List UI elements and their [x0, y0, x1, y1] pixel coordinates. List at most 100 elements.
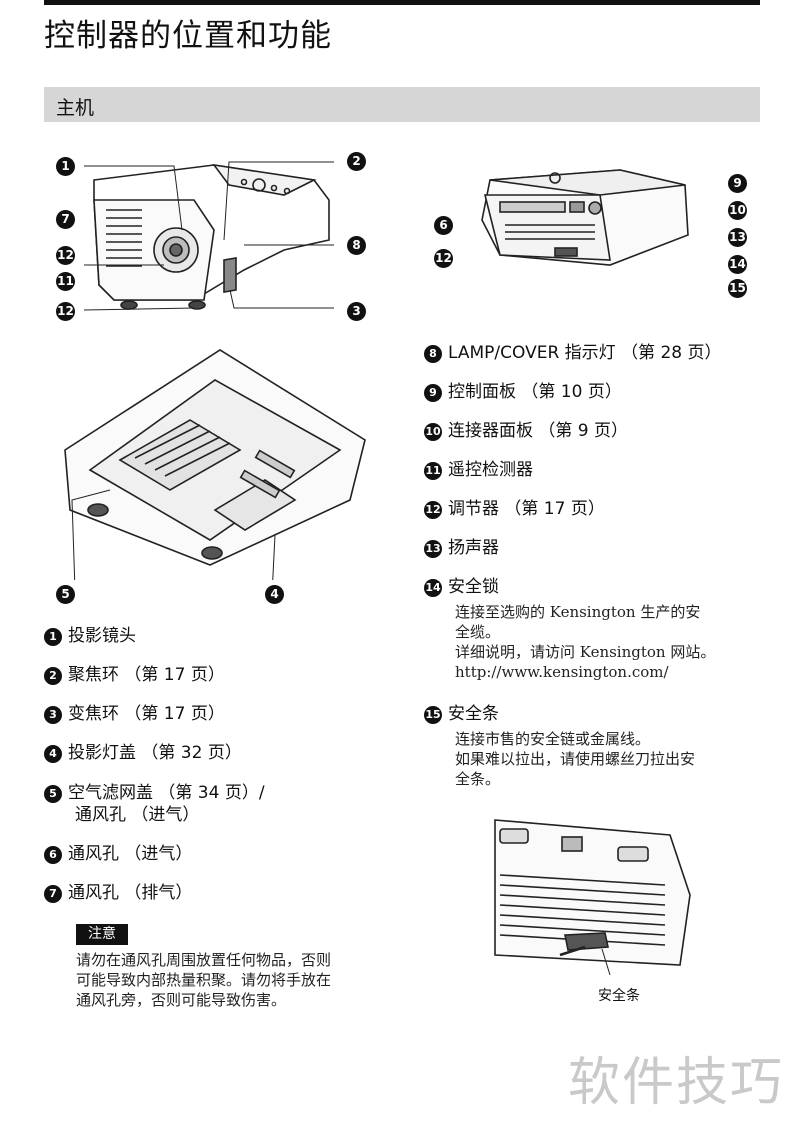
section-title: 主机	[56, 97, 95, 119]
speaker-slots	[505, 224, 595, 240]
item-label: 扬声器	[448, 538, 499, 558]
item-number: 11	[424, 462, 442, 480]
security-bar-description: 连接市售的安全链或金属线。 如果难以拉出，请使用螺丝刀拉出安 全条。	[455, 729, 695, 789]
desc-line: 全条。	[455, 770, 501, 788]
item-number: 6	[44, 846, 62, 864]
vga-port-2	[617, 846, 649, 862]
callout-15: 15	[728, 279, 747, 298]
pull-arrow	[559, 945, 586, 957]
item-number: 4	[44, 745, 62, 763]
bottom-foot-1	[87, 503, 109, 517]
item-speaker: 13 扬声器	[424, 537, 499, 559]
rear-top	[489, 169, 686, 196]
control-dial	[252, 178, 266, 192]
desc-line: 连接至选购的 Kensington 生产的安	[455, 603, 701, 621]
kensington-url: http://www.kensington.com/	[455, 663, 669, 681]
projector-bottom-illustration	[64, 349, 366, 580]
callout-14: 14	[728, 255, 747, 274]
vent-grille	[106, 209, 142, 267]
item-number: 8	[424, 345, 442, 363]
item-number: 7	[44, 885, 62, 903]
item-label: 投影灯盖 （第 32 页）	[68, 743, 242, 763]
front-top-panel	[212, 163, 317, 196]
projector-rear-illustration	[481, 169, 689, 266]
caution-tag: 注意	[76, 924, 128, 945]
security-bar-figure-label: 安全条	[598, 988, 640, 1004]
item-label: 调节器 （第 17 页）	[448, 499, 605, 519]
security-bar-illustration	[494, 819, 691, 975]
callout-2: 2	[347, 152, 366, 171]
desc-line: 如果难以拉出，请使用螺丝刀拉出安	[455, 750, 696, 768]
desc-line: 全缆。	[455, 623, 501, 641]
item-label: 安全锁	[448, 577, 499, 597]
item-projection-lens: 1 投影镜头	[44, 625, 136, 647]
filter-cover	[118, 419, 242, 491]
caution-line: 可能导致内部热量积聚。请勿将手放在	[76, 971, 332, 989]
bottom-foot-2	[201, 546, 223, 560]
vga-port-1	[499, 828, 529, 844]
item-air-filter-cover-line2: 通风孔 （进气）	[75, 804, 199, 826]
callout-12: 12	[434, 249, 453, 268]
item-zoom-ring: 3 变焦环 （第 17 页）	[44, 703, 225, 725]
connector-row	[499, 201, 566, 213]
item-remote-detector: 11 遥控检测器	[424, 459, 533, 481]
item-lamp-indicator: 8 LAMP/COVER 指示灯 （第 28 页）	[424, 342, 722, 364]
item-label: 通风孔 （进气）	[68, 844, 193, 864]
item-focus-ring: 2 聚焦环 （第 17 页）	[44, 664, 225, 686]
item-number: 15	[424, 706, 442, 724]
callout-5: 5	[56, 585, 75, 604]
item-number: 13	[424, 540, 442, 558]
callout-12: 12	[56, 246, 75, 265]
item-label: 聚焦环 （第 17 页）	[68, 665, 225, 685]
item-label: 变焦环 （第 17 页）	[68, 704, 225, 724]
item-number: 9	[424, 384, 442, 402]
item-label: 控制面板 （第 10 页）	[448, 382, 622, 402]
section-header: 主机	[44, 87, 760, 122]
callout-4: 4	[265, 585, 284, 604]
item-intake-vent: 6 通风孔 （进气）	[44, 843, 192, 865]
item-number: 1	[44, 628, 62, 646]
item-number: 14	[424, 579, 442, 597]
desc-line: 连接市售的安全链或金属线。	[455, 730, 651, 748]
foot-right	[188, 300, 206, 310]
watermark-text: 软件技巧	[568, 1053, 785, 1113]
callout-1: 1	[56, 157, 75, 176]
item-label: LAMP/COVER 指示灯 （第 28 页）	[448, 343, 722, 363]
item-security-bar: 15 安全条	[424, 703, 499, 725]
item-label: 遥控检测器	[448, 460, 533, 480]
lens-inner	[169, 243, 183, 257]
callout-10: 10	[728, 201, 747, 220]
zoom-ring	[223, 257, 237, 293]
item-control-panel: 9 控制面板 （第 10 页）	[424, 381, 622, 403]
foot-left	[120, 300, 138, 310]
item-label: 通风孔 （进气）	[75, 805, 200, 825]
callout-12: 12	[56, 302, 75, 321]
item-number: 10	[424, 423, 442, 441]
item-lamp-cover: 4 投影灯盖 （第 32 页）	[44, 742, 242, 764]
security-bar	[554, 247, 578, 257]
item-number: 12	[424, 501, 442, 519]
item-label: 投影镜头	[68, 626, 136, 646]
top-rule	[44, 0, 760, 5]
hdmi-port	[561, 836, 583, 852]
security-bar-part	[564, 932, 609, 951]
rear-control-dial	[549, 172, 561, 184]
item-label: 空气滤网盖 （第 34 页）/	[68, 783, 265, 803]
item-label: 安全条	[448, 704, 499, 724]
projector-front-illustration	[83, 161, 334, 311]
callout-11: 11	[56, 272, 75, 291]
closeup-vents	[499, 874, 666, 946]
item-number: 3	[44, 706, 62, 724]
security-lock-description: 连接至选购的 Kensington 生产的安 全缆。 详细说明，请访问 Kens…	[455, 602, 715, 682]
item-number: 2	[44, 667, 62, 685]
page-title: 控制器的位置和功能	[44, 18, 332, 54]
callout-6: 6	[434, 216, 453, 235]
callout-13: 13	[728, 228, 747, 247]
caution-text: 请勿在通风孔周围放置任何物品，否则 可能导致内部热量积聚。请勿将手放在 通风孔旁…	[76, 950, 331, 1010]
callout-7: 7	[56, 210, 75, 229]
filter-mesh	[134, 424, 231, 477]
item-adjuster: 12 调节器 （第 17 页）	[424, 498, 605, 520]
